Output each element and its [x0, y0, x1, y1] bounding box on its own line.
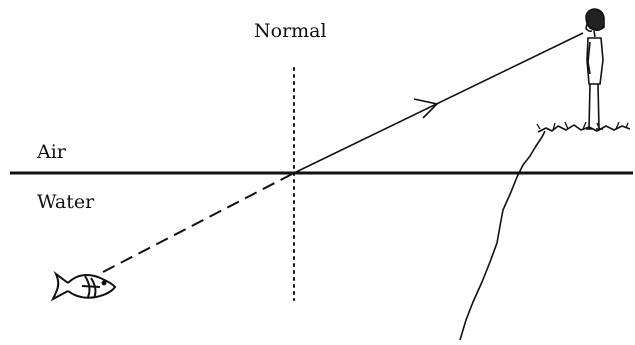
apparent-ray-dashed [103, 173, 294, 272]
air-label: Air [37, 143, 66, 162]
water-label: Water [37, 193, 94, 212]
river-bank [460, 125, 630, 340]
fish-icon [53, 274, 115, 299]
normal-label: Normal [254, 22, 327, 41]
refracted-ray [294, 33, 583, 173]
person-icon [586, 9, 604, 129]
